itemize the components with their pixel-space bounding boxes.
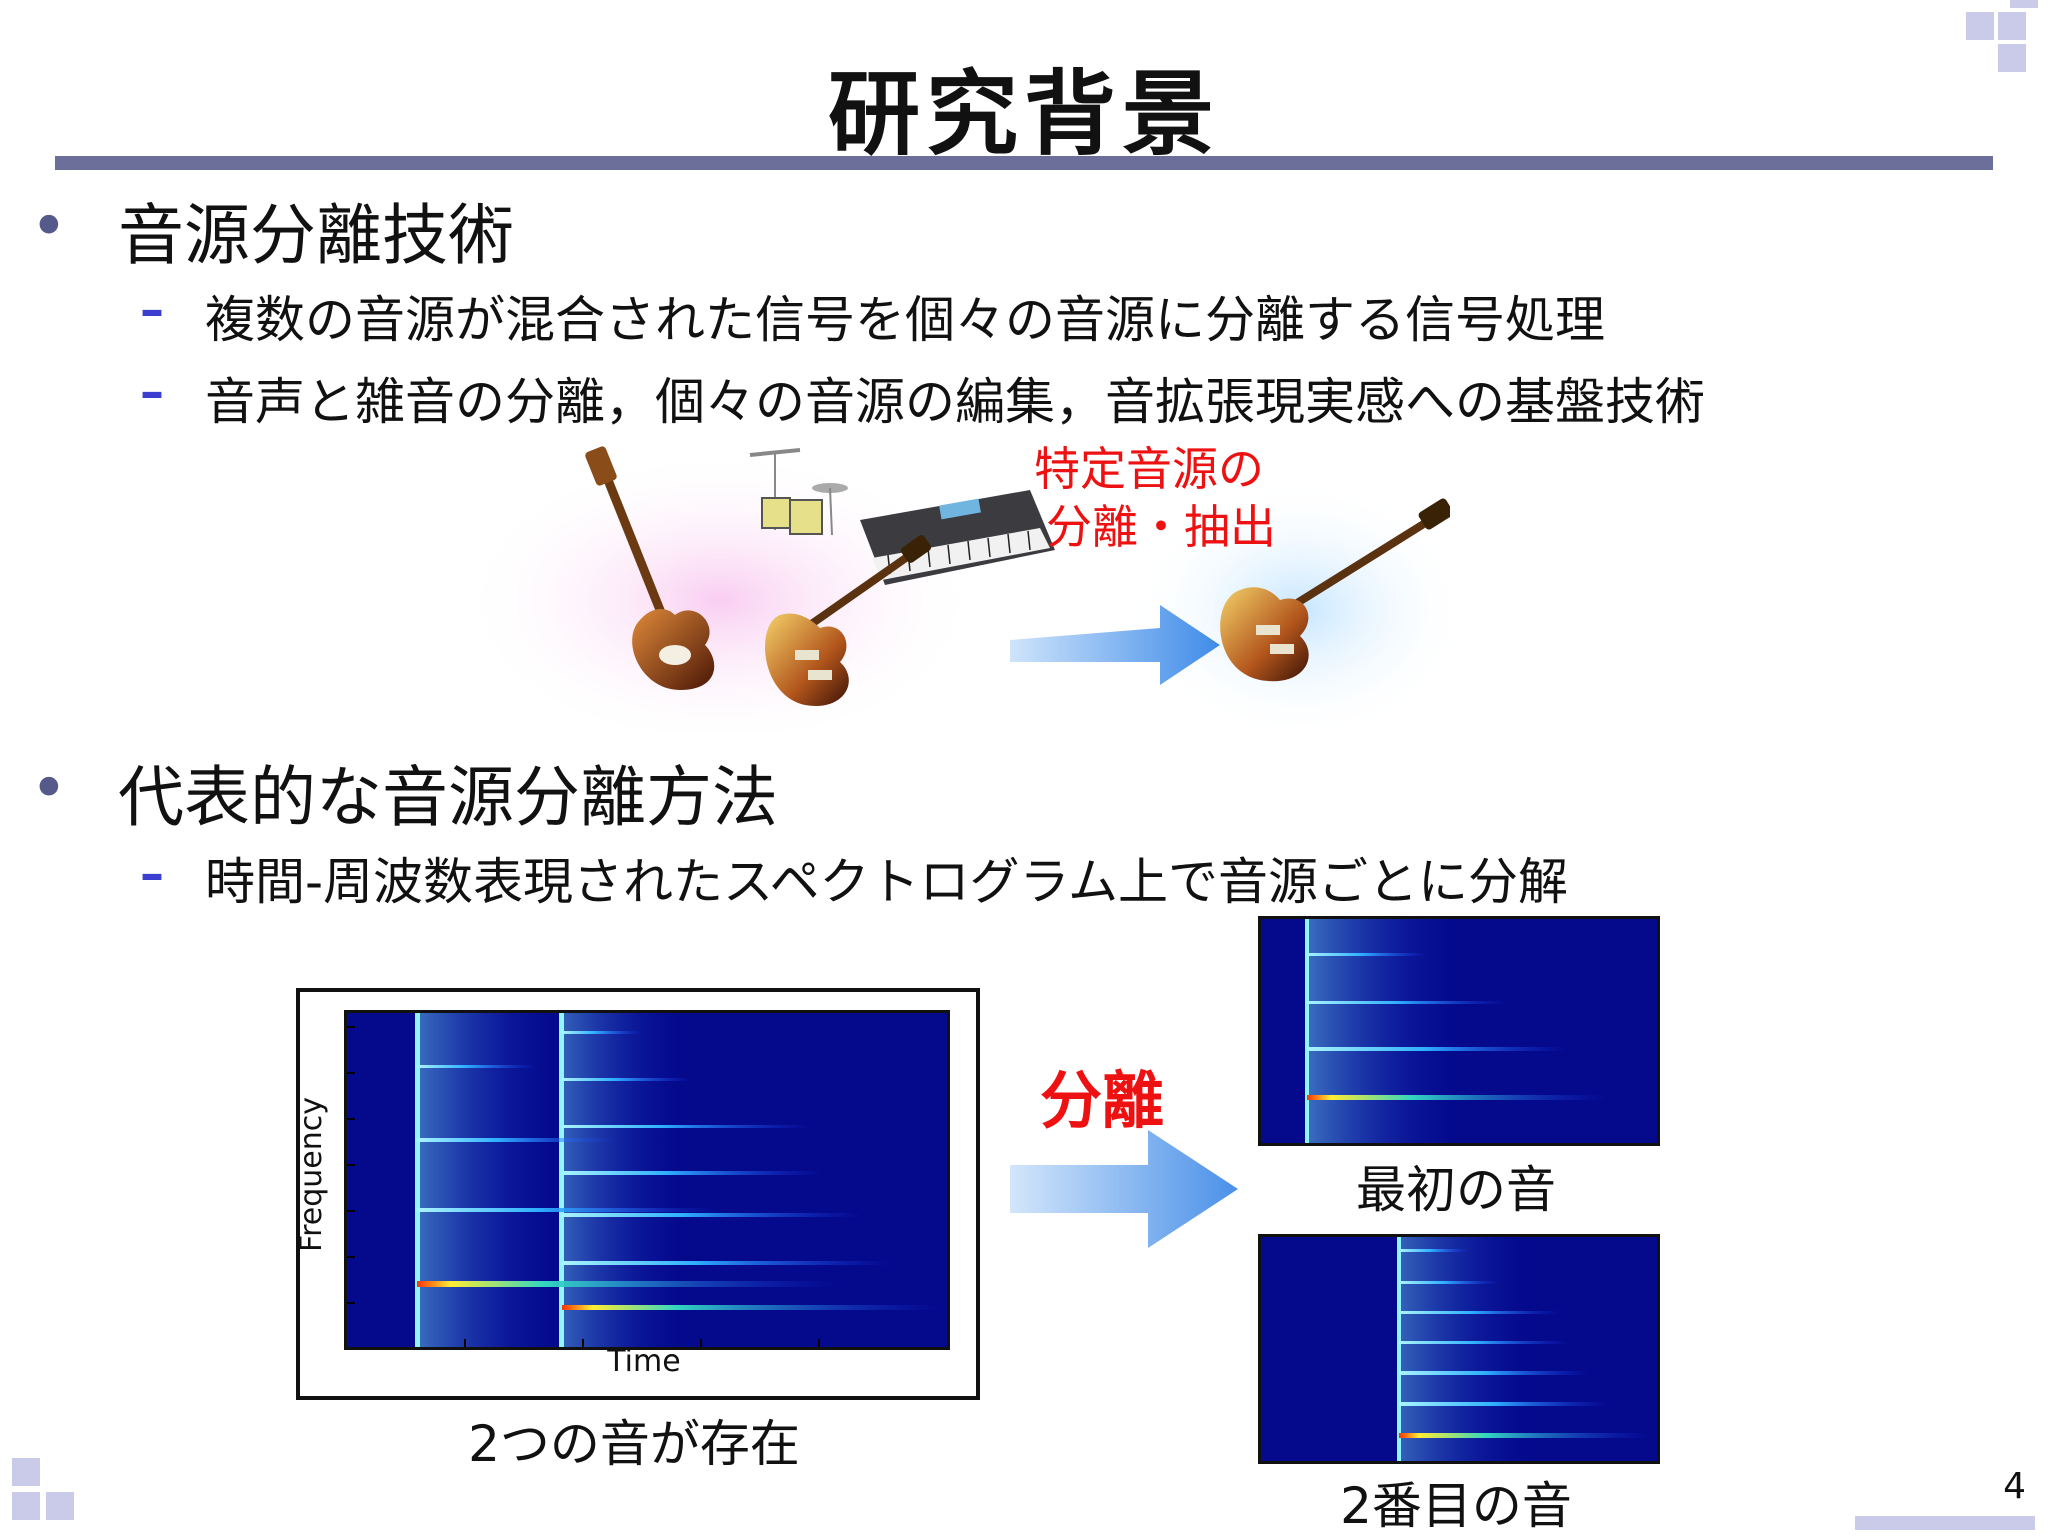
dash-3: –	[140, 846, 164, 902]
electric-guitar-icon	[765, 535, 932, 706]
extracted-guitar-icon	[1220, 498, 1450, 682]
dash-1: –	[140, 282, 164, 338]
page-number: 4	[2003, 1466, 2026, 1507]
section1-sub2: 音声と雑音の分離，個々の音源の編集，音拡張現実感への基盤技術	[205, 373, 1705, 431]
instrument-illustration	[470, 440, 1450, 730]
separate-arrow-icon	[1010, 1130, 1240, 1248]
extraction-label: 特定音源の 分離・抽出	[1034, 440, 1276, 556]
title-rule	[55, 156, 1993, 170]
dash-2: –	[140, 364, 164, 420]
second-sound-caption: 2番目の音	[1340, 1477, 1572, 1535]
bottom-right-bar	[1855, 1516, 2035, 1530]
y-axis-label: Frequency	[294, 1097, 329, 1252]
section2-heading: 代表的な音源分離方法	[118, 759, 778, 836]
bass-guitar-icon	[585, 446, 715, 690]
first-sound-spectrogram	[1258, 916, 1660, 1146]
second-sound-spectrogram	[1258, 1234, 1660, 1464]
drum-kit-icon	[749, 448, 848, 536]
section1-sub1: 複数の音源が混合された信号を個々の音源に分離する信号処理	[205, 291, 1605, 349]
mixed-spectrogram	[344, 1010, 950, 1350]
separate-label: 分離	[1040, 1064, 1165, 1137]
section1-heading: 音源分離技術	[118, 197, 514, 274]
extraction-label-line2: 分離・抽出	[1046, 500, 1276, 554]
slide-title: 研究背景	[827, 61, 1220, 168]
extraction-label-line1: 特定音源の	[1034, 442, 1264, 496]
bullet-2: •	[30, 752, 68, 826]
mix-caption: 2つの音が存在	[468, 1415, 800, 1473]
section2-sub1: 時間-周波数表現されたスペクトログラム上で音源ごとに分解	[205, 853, 1569, 911]
mixed-spectrogram-panel: Frequency Time	[294, 988, 980, 1400]
extract-arrow-icon	[1010, 605, 1220, 685]
x-axis-label: Time	[607, 1344, 681, 1379]
first-sound-caption: 最初の音	[1356, 1161, 1556, 1219]
bullet-1: •	[30, 190, 68, 264]
